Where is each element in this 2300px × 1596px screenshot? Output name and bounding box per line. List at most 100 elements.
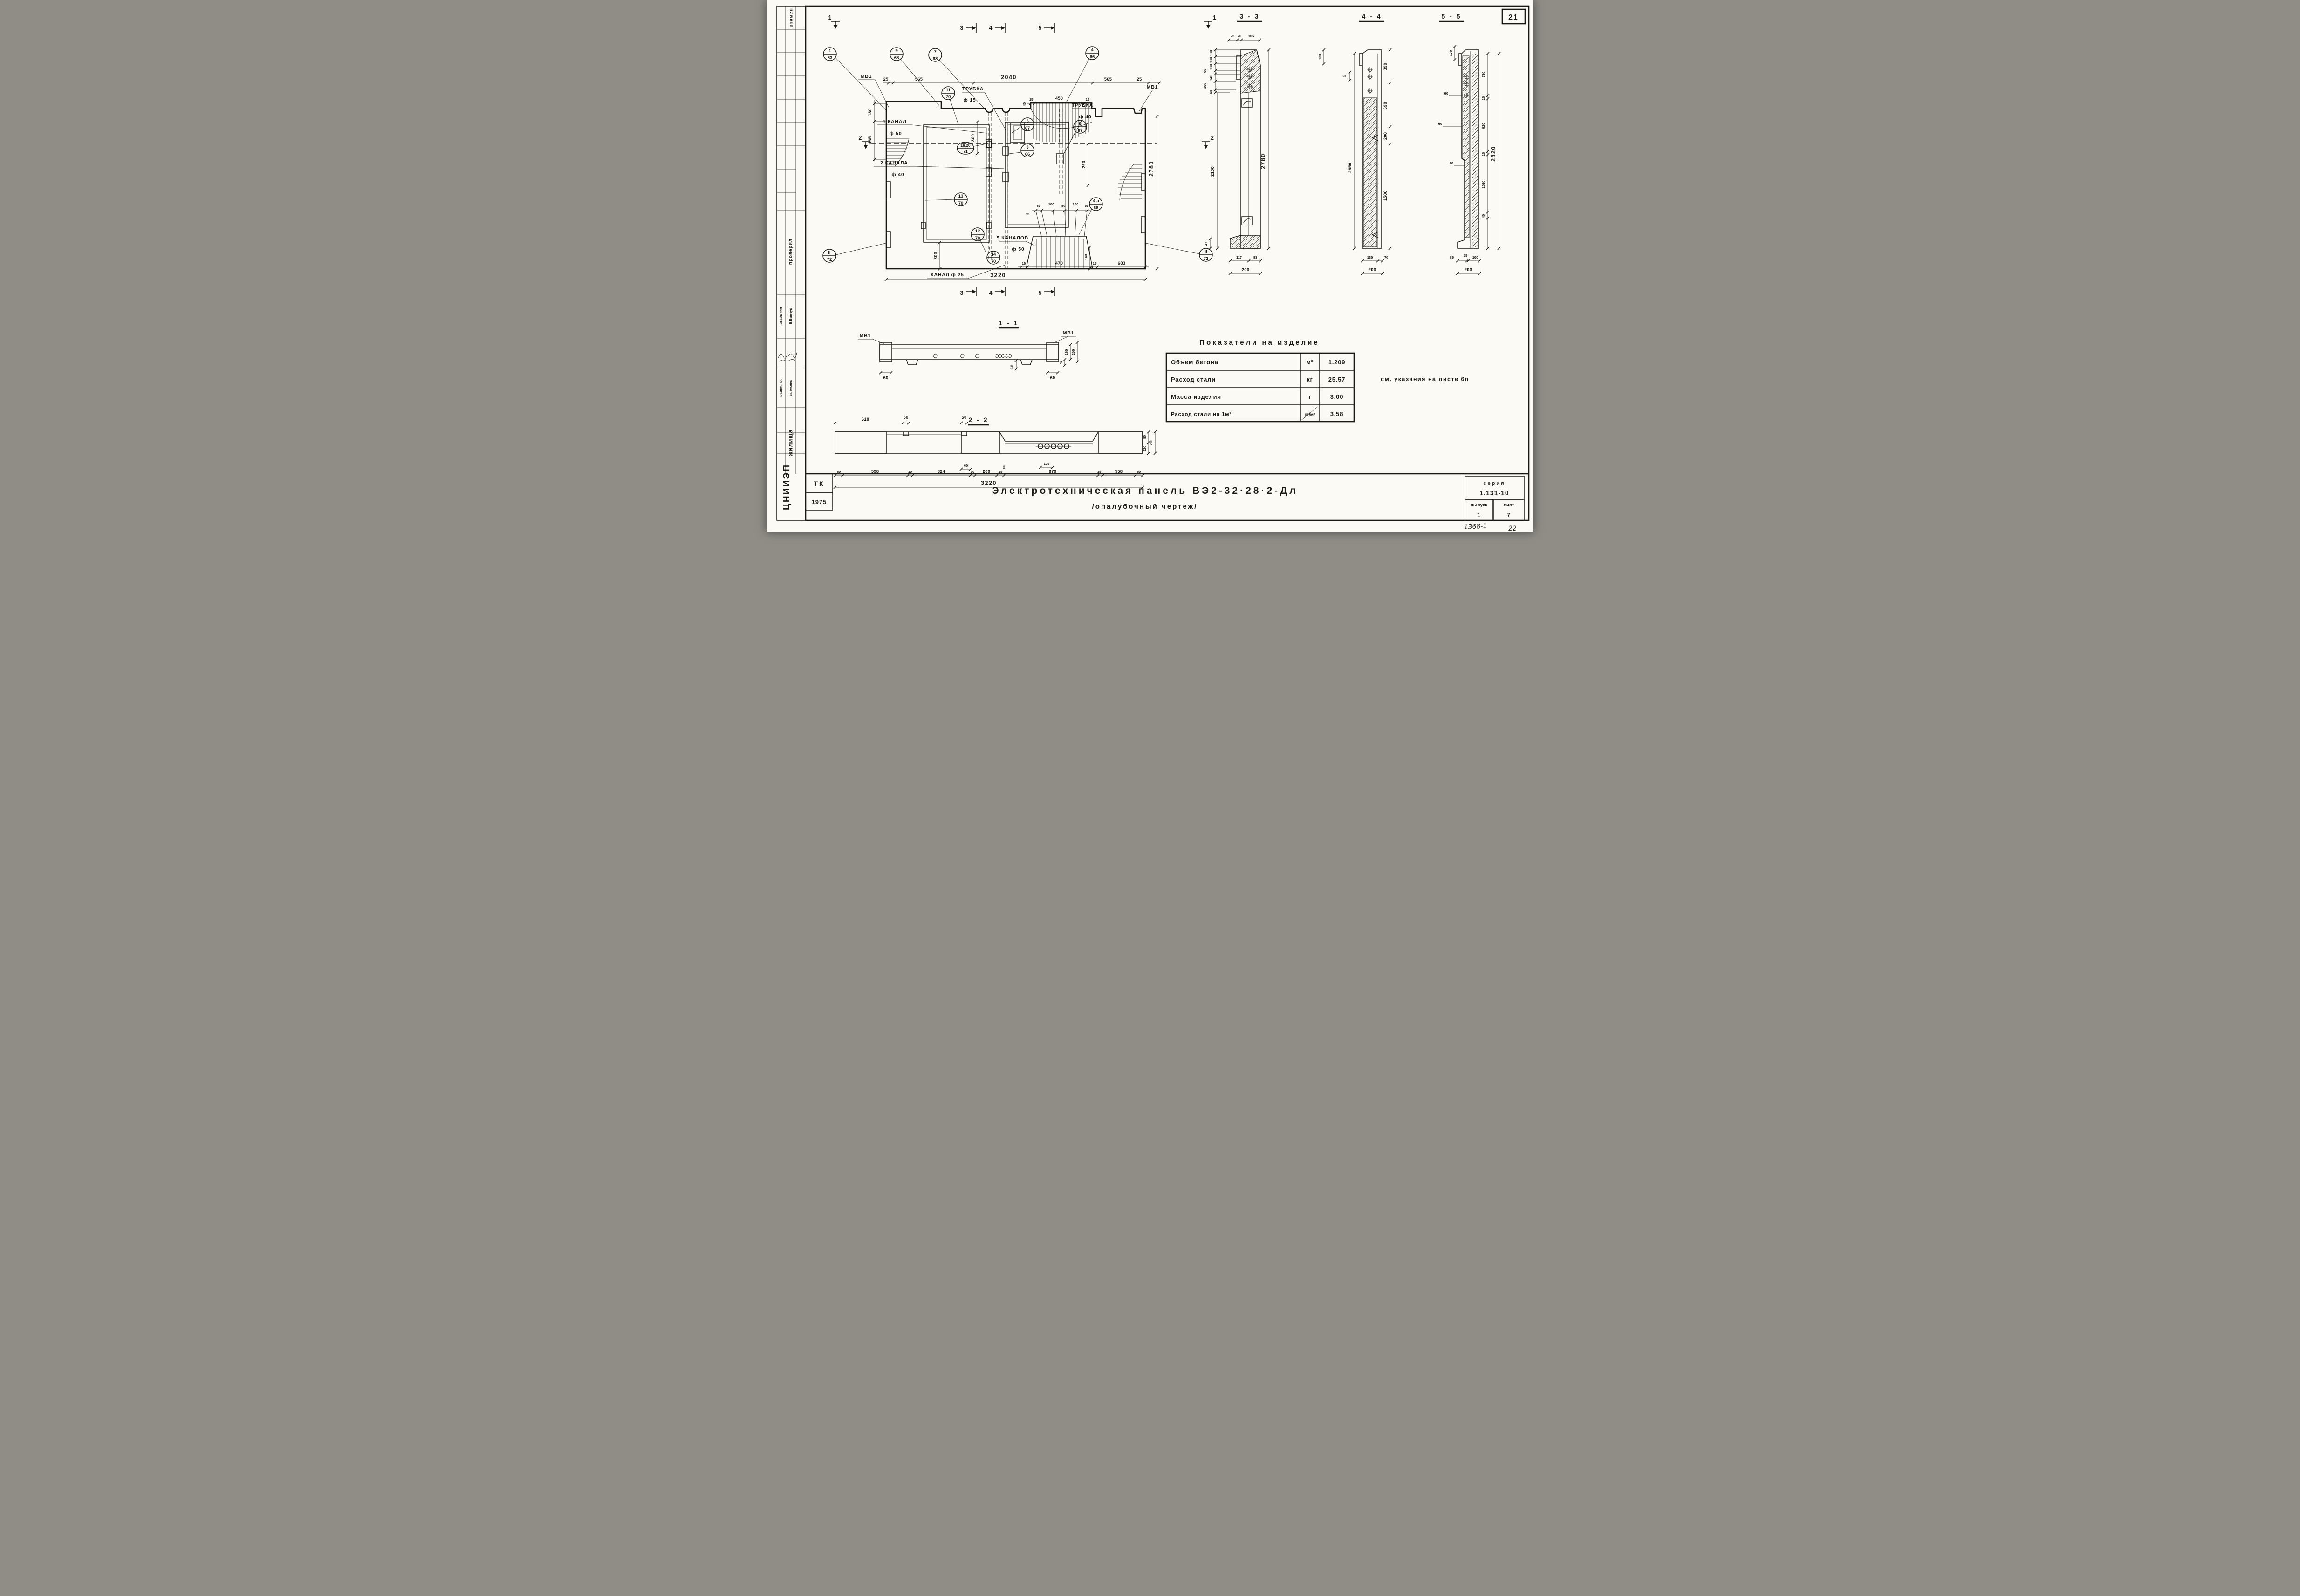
dim: 130 <box>1209 64 1213 70</box>
label-kanal25: КАНАЛ ф 25 <box>931 272 964 278</box>
dim: 40 <box>1481 214 1485 218</box>
marker-5-bottom: 5 <box>1039 287 1055 296</box>
row-value: 3.00 <box>1330 393 1344 400</box>
stamp-name2: В.Бинчук <box>788 308 793 325</box>
dim: 260 <box>1082 161 1087 168</box>
dim: 598 <box>871 469 879 474</box>
marker-label: 2 <box>859 135 862 141</box>
s55-anchors <box>1464 74 1469 98</box>
dim: 200 <box>1071 349 1075 355</box>
dim: 15 <box>1097 470 1101 474</box>
dim: 15 <box>999 470 1002 474</box>
section-5-5: 5 - 5 170 60 60 60 720 15 920 15 1010 40… <box>1438 13 1501 275</box>
section-title: 3 - 3 <box>1239 13 1260 20</box>
dim: 140 <box>1209 75 1213 81</box>
callout-bottom: 70 <box>991 259 996 264</box>
dim: 450 <box>1055 96 1063 101</box>
s11-dims: 60 60 60 160 200 40 <box>879 341 1079 381</box>
channels <box>986 109 1064 269</box>
callout-top: 12 <box>975 229 980 234</box>
vypusk-value: 1 <box>1477 512 1481 518</box>
dim: 60 <box>1203 69 1207 73</box>
dim: 618 <box>862 417 869 422</box>
handwritten-page: 22 <box>1508 525 1517 532</box>
dim: 10 <box>908 470 912 474</box>
marker-label: 5 <box>1039 25 1042 31</box>
callout-top: II <box>1205 249 1207 254</box>
dim: 60 <box>1444 91 1448 95</box>
dim: 15 <box>1464 253 1467 258</box>
label-mv1-left: МВ1 <box>861 74 872 79</box>
callout-top: 7 <box>934 49 936 55</box>
callout-top: 18,20 <box>960 143 971 148</box>
stamp-proveril: проверил <box>788 239 794 265</box>
callout-top: 3 <box>1026 145 1028 150</box>
dim: 130 <box>868 109 873 116</box>
callout-top: 9 <box>895 48 897 54</box>
row-name: Масса изделия <box>1171 393 1221 400</box>
dim: 15 <box>1086 97 1089 102</box>
marker-3-top: 3 <box>960 23 977 33</box>
dim: 2100 <box>1210 166 1215 177</box>
plan-view: 25 565 2040 565 25 15 450 15 40 130 465 … <box>822 14 1216 296</box>
dim: 565 <box>915 77 923 82</box>
dim: 40 <box>1059 361 1063 364</box>
list-value: 7 <box>1507 512 1511 518</box>
row-value: 25.57 <box>1328 376 1346 383</box>
dim: 160 <box>1203 83 1207 89</box>
left-recess <box>921 124 992 243</box>
dim: 1500 <box>1383 191 1388 201</box>
drawing-title: Электротехническая панель ВЭ2-32·28·2-Дл <box>992 485 1298 496</box>
row-value: 3.58 <box>1330 410 1344 417</box>
dim: 60 <box>1002 465 1006 469</box>
label-kanal5: 5 КАНАЛОВ <box>997 235 1028 241</box>
plan-labels: МВ1 МВ1 1 КАНАЛ ф 50 2 КАНАЛА ф 40 ТРУБК… <box>858 74 1157 279</box>
callout-top: 4 а <box>1093 198 1099 204</box>
dim: 690 <box>1383 102 1388 109</box>
dim: 15 <box>1029 97 1033 102</box>
marker-label: 4 <box>989 290 993 296</box>
marker-label: 3 <box>960 25 964 31</box>
stamp-role2: ст.техник <box>788 380 793 396</box>
signature-1 <box>778 352 788 362</box>
drawing-subtitle: /опалубочный чертеж/ <box>1092 503 1198 511</box>
marker-4-top: 4 <box>989 23 1006 33</box>
marker-5-top: 5 <box>1039 23 1055 33</box>
callout-bottom: 66 <box>1025 152 1030 157</box>
callout-4-66: 466 <box>1065 46 1099 104</box>
anchor-feet <box>906 359 1033 365</box>
title-bar: Электротехническая панель ВЭ2-32·28·2-Дл… <box>806 473 1529 511</box>
section-3-3: 3 - 3 75 20 105 130 130 130 60 140 160 4… <box>1203 13 1271 275</box>
dim: 3220 <box>990 272 1006 279</box>
dim: 720 <box>1481 72 1485 78</box>
dim: 15 <box>1481 96 1485 100</box>
sheet-frame: взамен проверил Г.Бабыкин В.Бинчук гл.ин… <box>776 5 1530 532</box>
s55-outline <box>1457 49 1479 249</box>
dim: 40 <box>1209 90 1213 94</box>
callout-top: 6 <box>1079 121 1081 126</box>
section-title: 5 - 5 <box>1441 13 1461 20</box>
section-title: 2 - 2 <box>968 416 988 423</box>
callout-bottom: 63 <box>828 55 833 61</box>
label-mv1: МВ1 <box>1063 330 1075 336</box>
indicators-table: Показатели на изделие Объем бетона м³ 1.… <box>1165 339 1355 423</box>
dim: 465 <box>868 136 873 144</box>
callout-bottom: 68 <box>894 55 899 61</box>
sheet-number-box: 21 <box>1501 8 1526 25</box>
row-unit: м³ <box>1306 359 1314 366</box>
callout-bottom: 66 <box>1094 205 1099 211</box>
dim: 55 <box>1085 204 1088 208</box>
label-kanal5-f: ф 50 <box>1012 246 1025 252</box>
callout-top: 11 <box>946 88 951 93</box>
stamp-org-zhilishcha: жилища <box>787 429 794 457</box>
dim: 60 <box>1450 161 1453 165</box>
dim: 200 <box>1465 267 1472 273</box>
dim: 135 <box>1044 462 1050 466</box>
panel-outline <box>885 101 1146 270</box>
dim: 2780 <box>1148 161 1155 177</box>
table-row: Расход стали кг 25.57 <box>1171 376 1345 383</box>
dim: 140 <box>1084 254 1088 260</box>
marker-3-bottom: 3 <box>960 287 977 296</box>
